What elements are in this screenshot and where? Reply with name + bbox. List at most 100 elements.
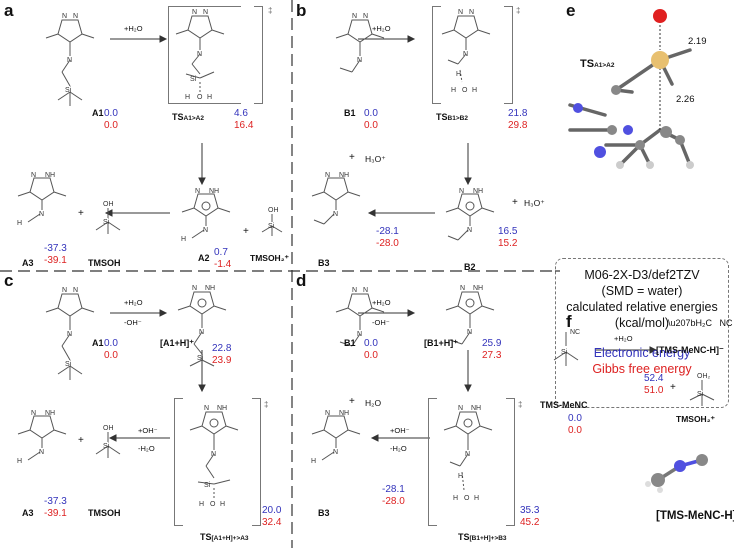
reagent-water-f: +H₂O [614,334,633,343]
method-legend: M06-2X-D3/def2TZV (SMD = water) calculat… [555,258,729,408]
water-d: H₂O [365,398,382,408]
svg-text:O: O [464,495,470,502]
hydronium-b2: H₃O⁺ [524,198,545,208]
label-b3: B3 [318,258,330,268]
ts-bracket-left-c [174,398,183,526]
molecule-tmsoh-a: OH Si [95,201,121,234]
label-d-b3: B3 [318,508,330,518]
svg-text:N: N [67,331,72,338]
ts-bracket-left-a [168,6,241,104]
ts-mark-b: ‡ [516,6,521,15]
svg-text:N: N [325,172,330,179]
svg-text:NH: NH [45,172,55,179]
plus-c-a3: + [78,435,84,446]
ts-3d-model [568,9,694,169]
svg-text:NH: NH [45,410,55,417]
svg-text:OH: OH [103,425,114,432]
reagent-plusoh-c: +OH⁻ [138,426,158,435]
svg-text:OH: OH [103,201,114,208]
svg-text:N: N [211,451,216,458]
reagent-plusoh-d: +OH⁻ [390,426,410,435]
svg-text:H: H [311,458,316,465]
legend-units: (kcal/mol) [614,316,670,330]
svg-text:OH: OH [268,207,279,214]
label-ts-e: TSA1>A2 [580,58,615,70]
svg-text:O: O [197,94,203,101]
energy-d-b3: -28.1-28.0 [382,484,405,507]
svg-text:Si: Si [197,355,204,362]
svg-text:NH: NH [205,285,215,292]
ts-mark-a: ‡ [268,6,273,15]
svg-text:N: N [467,329,472,336]
ts-bracket-right-a [254,6,263,104]
svg-text:N: N [31,410,36,417]
svg-text:N: N [459,188,464,195]
svg-text:N: N [325,410,330,417]
legend-desc: calculated relative energies [566,300,718,314]
label-c-a1h: [A1+H]⁺ [160,338,195,348]
svg-text:N: N [204,405,209,412]
reagent-water-d: +H₂O [372,298,391,307]
plus-b3: + [349,152,355,163]
svg-text:N: N [62,287,67,294]
svg-text:N: N [67,57,72,64]
svg-text:N: N [333,211,338,218]
svg-text:N: N [467,227,472,234]
svg-text:N: N [73,287,78,294]
svg-text:N: N [463,51,468,58]
svg-text:N: N [458,405,463,412]
svg-text:Si: Si [103,443,110,450]
svg-text:N: N [352,13,357,20]
svg-text:N: N [73,13,78,20]
svg-text:N: N [469,9,474,16]
svg-text:N: N [39,211,44,218]
molecule-c-tmsoh: OH Si [95,425,121,458]
plus-a3: + [78,208,84,219]
plus-a2: + [243,226,249,237]
panel-label-d: d [296,271,307,290]
reagent-water-b: +H₂O [372,24,391,33]
label-ts-b: TSB1>B2 [436,112,468,122]
svg-text:Si: Si [697,391,704,398]
svg-text:Si: Si [561,349,568,356]
hydronium-b3: H₃O⁺ [365,154,386,164]
label-d-b1h: [B1+H]⁺ [424,338,459,348]
label-tmsoh-a: TMSOH [88,258,121,268]
reagent-minuswater-c: -H₂O [138,444,155,453]
svg-text:N: N [197,51,202,58]
distance-2: 2.26 [676,94,695,105]
svg-text:Si: Si [204,482,211,489]
svg-text:N: N [203,9,208,16]
svg-text:H: H [474,495,479,502]
svg-text:H: H [451,87,456,94]
svg-text:Si: Si [65,361,72,368]
svg-text:NH: NH [217,405,227,412]
svg-text:N: N [195,188,200,195]
label-a3: A3 [22,258,34,268]
svg-text:H: H [181,236,186,243]
energy-a3: -37.3-39.1 [44,243,67,266]
svg-text:Si: Si [103,219,110,226]
svg-text:N: N [465,451,470,458]
legend-solvent: (SMD = water) [601,284,683,298]
svg-text:N: N [39,449,44,456]
